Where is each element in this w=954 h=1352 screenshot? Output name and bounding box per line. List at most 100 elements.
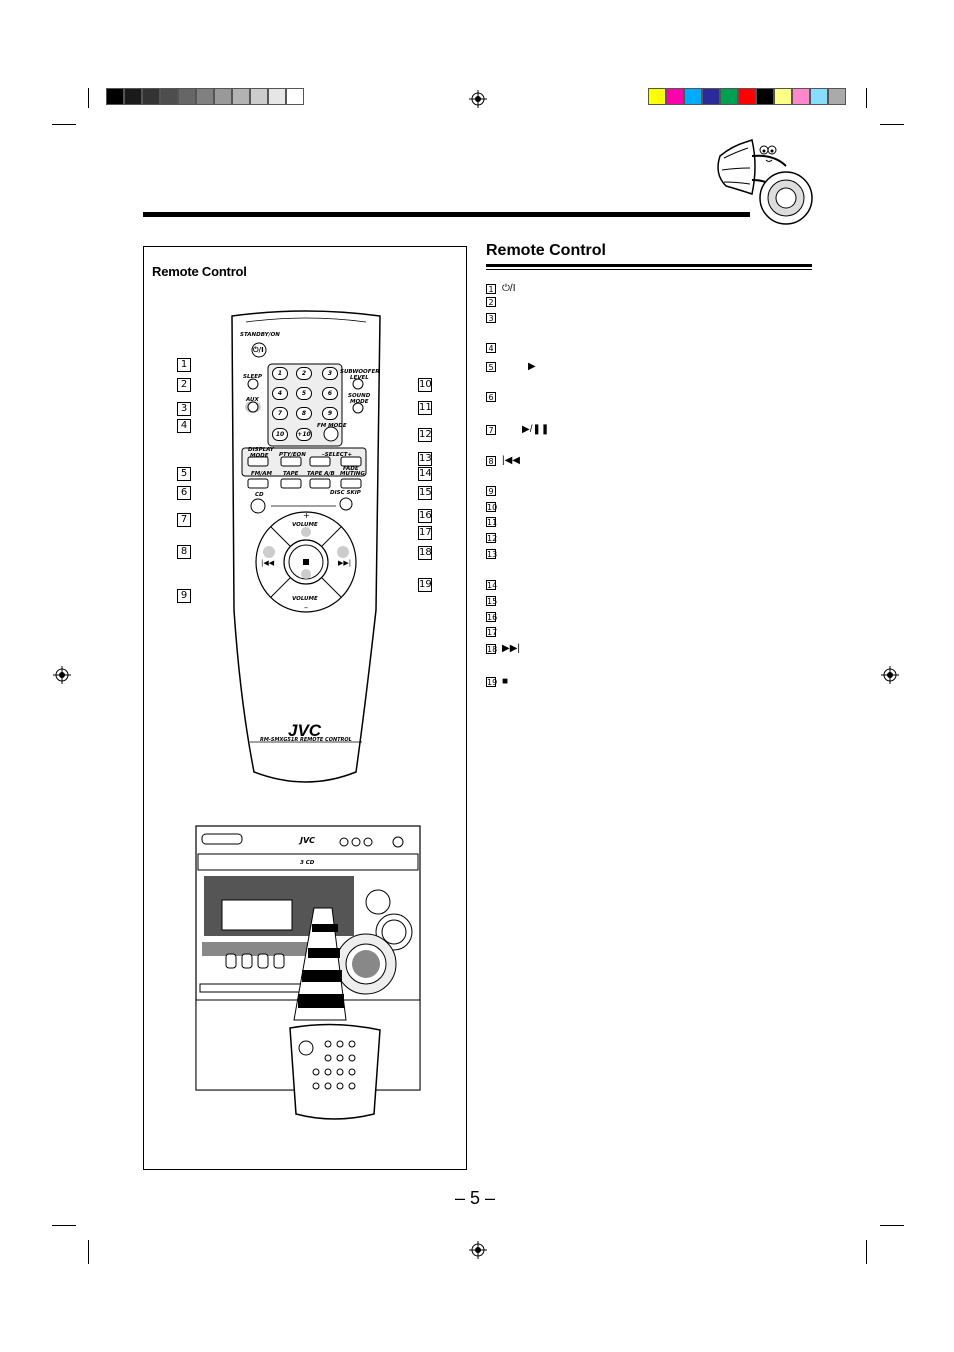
color-swatch	[232, 88, 250, 105]
label-volume-top: VOLUME	[292, 522, 318, 528]
list-item: 10	[486, 502, 502, 512]
item-number: 9	[486, 486, 496, 496]
item-number: 7	[486, 424, 496, 435]
callout-1: 1	[177, 358, 191, 372]
svg-text:▶▶|: ▶▶|	[338, 559, 351, 567]
label-disc-skip: DISC SKIP	[330, 490, 361, 496]
item-number: 3	[486, 313, 496, 323]
color-swatch	[286, 88, 304, 105]
label-display: DISPLAY	[248, 447, 274, 453]
list-item: 15	[486, 596, 502, 606]
color-swatch	[792, 88, 810, 105]
list-item: 4	[486, 343, 502, 353]
label-tape-ab: TAPE A/B	[307, 471, 335, 477]
callout-13: 13	[418, 452, 432, 466]
main-unit-illustration	[195, 825, 421, 1120]
list-item: 7 ▶/❚❚	[486, 424, 549, 435]
callout-5: 5	[177, 467, 191, 481]
unit-cd-label: 3 CD	[300, 860, 315, 866]
label-tape: TAPE	[283, 471, 299, 477]
item-number: 6	[486, 392, 496, 402]
keypad-key: 1	[272, 367, 288, 380]
color-swatch	[142, 88, 160, 105]
callout-11: 11	[418, 401, 432, 415]
item-number: 14	[486, 580, 498, 590]
keypad-key: 2	[296, 367, 312, 380]
list-item: 16	[486, 612, 502, 622]
item-number: 2	[486, 297, 496, 307]
crop-mark	[88, 1240, 89, 1264]
list-item: 1⏻/I	[486, 283, 515, 294]
horn-mascot-icon	[717, 139, 813, 225]
registration-target-icon	[469, 90, 487, 108]
item-number: 1	[486, 283, 496, 294]
color-registration-bar	[648, 88, 846, 105]
crop-mark	[880, 124, 904, 125]
page-number: – 5 –	[455, 1188, 496, 1208]
registration-target-icon	[469, 1241, 487, 1259]
color-swatch	[214, 88, 232, 105]
color-swatch	[106, 88, 124, 105]
label-pty-eon: PTY/EON	[279, 452, 306, 458]
svg-text:+: +	[303, 511, 310, 520]
heading-rule	[486, 264, 812, 267]
callout-12: 12	[418, 428, 432, 442]
label-standby: STANDBY/ON	[240, 332, 280, 338]
item-number: 15	[486, 596, 498, 606]
color-swatch	[738, 88, 756, 105]
keypad-key: 5	[296, 387, 312, 400]
unit-brand-logo: JVC	[300, 836, 316, 845]
label-cd: CD	[255, 492, 264, 498]
label-muting: MUTING	[340, 471, 365, 477]
svg-text:|◀◀: |◀◀	[261, 559, 275, 567]
color-swatch	[702, 88, 720, 105]
label-level: LEVEL	[350, 375, 369, 381]
callout-9: 9	[177, 589, 191, 603]
label-aux: AUX	[246, 397, 259, 403]
item-number: 5	[486, 361, 496, 372]
item-number: 17	[486, 627, 498, 637]
crop-mark	[880, 1225, 904, 1226]
color-swatch	[196, 88, 214, 105]
callout-4: 4	[177, 419, 191, 433]
crop-mark	[88, 88, 89, 108]
list-item: 17	[486, 627, 502, 637]
list-item: 13	[486, 549, 502, 559]
label-fm-mode: FM MODE	[317, 423, 347, 429]
keypad-key: 3	[322, 367, 338, 380]
item-number: 8	[486, 455, 496, 466]
list-item: 6	[486, 392, 502, 402]
keypad-key: 9	[322, 407, 338, 420]
item-symbol: ■	[502, 676, 509, 687]
list-item: 14	[486, 580, 502, 590]
color-swatch	[268, 88, 286, 105]
keypad-key: 4	[272, 387, 288, 400]
remote-control-illustration: |◀◀ ▶▶| + –	[231, 310, 381, 783]
top-rule	[143, 212, 750, 217]
item-symbol: ▶/❚❚	[522, 424, 550, 435]
color-swatch	[160, 88, 178, 105]
color-swatch	[666, 88, 684, 105]
label-sound: SOUND	[348, 393, 371, 399]
list-item: 18▶▶|	[486, 643, 520, 654]
label-subwoofer: SUBWOOFER	[340, 369, 380, 375]
callout-2: 2	[177, 378, 191, 392]
list-item: 9	[486, 486, 502, 496]
label-fm-am: FM/AM	[251, 471, 272, 477]
list-item: 5▶	[486, 361, 536, 372]
keypad-key: +10	[296, 428, 312, 441]
registration-target-icon	[53, 666, 71, 684]
callout-19: 19	[418, 578, 432, 592]
label-display-mode: MODE	[250, 453, 269, 459]
list-item: 3	[486, 313, 502, 323]
callout-16: 16	[418, 509, 432, 523]
crop-mark	[866, 1240, 867, 1264]
item-symbol: ▶▶|	[502, 643, 520, 654]
gray-registration-bar	[106, 88, 304, 105]
item-number: 10	[486, 502, 498, 512]
label-sleep: SLEEP	[243, 374, 263, 380]
list-item: 11	[486, 517, 502, 527]
item-number: 19	[486, 676, 498, 687]
item-number: 16	[486, 612, 498, 622]
item-number: 12	[486, 533, 498, 543]
